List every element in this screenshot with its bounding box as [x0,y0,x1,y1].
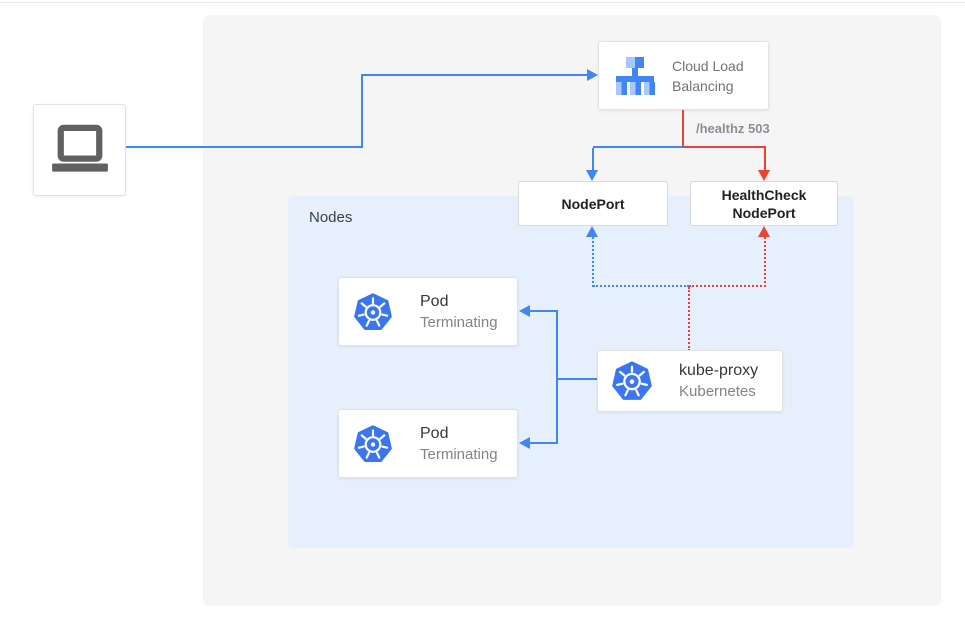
pod-status: Terminating [420,445,498,463]
healthcheck-nodeport-label: HealthCheck NodePort [721,186,807,221]
edge-segment [126,146,362,148]
kubernetes-icon [353,292,393,332]
pod-status: Terminating [420,313,498,331]
pod-title: Pod [420,292,449,310]
pod-node: Pod Terminating [338,277,518,346]
edge-segment [683,146,766,148]
arrowhead-left-icon [519,437,530,449]
laptop-icon [49,124,111,176]
edge-segment [361,74,588,76]
edge-segment [530,310,557,312]
kube-proxy-title: kube-proxy [679,362,759,379]
pod-node: Pod Terminating [338,409,518,478]
nodeport-label: NodePort [561,195,625,212]
top-divider [0,2,965,3]
edge-segment [530,442,557,444]
edge-segment-dotted [688,287,690,351]
kube-proxy-node: kube-proxy Kubernetes [597,350,783,412]
arrowhead-up-icon [586,226,598,237]
healthcheck-nodeport-node: HealthCheck NodePort [690,181,838,226]
edge-segment [592,148,594,171]
kubernetes-icon [353,424,393,464]
client-node [33,104,126,196]
pod-title: Pod [420,424,449,442]
edge-segment [764,148,766,171]
edge-segment [556,310,558,444]
edge-segment [593,146,683,148]
cloud-load-balancing-node: Cloud Load Balancing [598,41,769,110]
arrowhead-down-icon [586,170,598,181]
arrowhead-down-icon [758,170,770,181]
edge-segment [682,110,684,148]
arrowhead-left-icon [519,305,530,317]
edge-segment [361,74,363,148]
healthz-status-label: /healthz 503 [696,121,770,136]
edge-segment [557,378,597,380]
nodes-panel-label: Nodes [309,209,353,226]
cloud-load-balancing-icon [611,54,657,98]
kubernetes-icon [611,360,653,402]
edge-segment-dotted [689,285,766,287]
arrowhead-right-icon [587,69,598,81]
cloud-load-balancing-label: Cloud Load Balancing [672,57,744,94]
edge-segment-dotted [764,237,766,287]
arrowhead-up-icon [758,226,770,237]
edge-segment-dotted [593,285,689,287]
kube-proxy-subtitle: Kubernetes [679,383,756,400]
nodeport-node: NodePort [518,181,668,226]
edge-segment-dotted [592,237,594,287]
